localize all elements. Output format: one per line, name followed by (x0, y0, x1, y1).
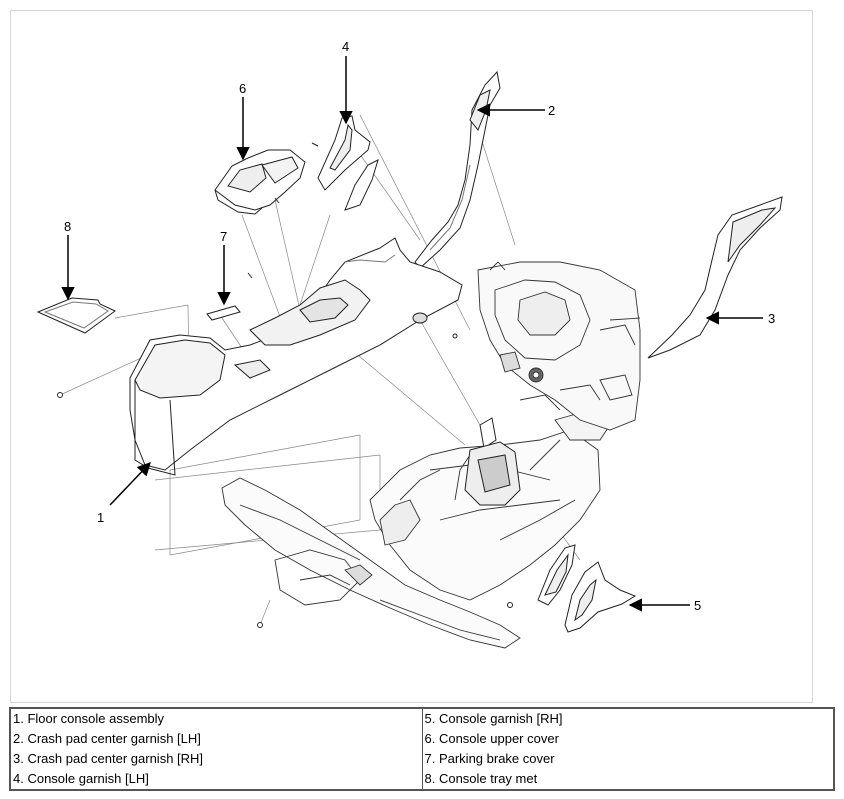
callout-label-7: 7 (220, 229, 227, 244)
legend-item: 3. Crash pad center garnish [RH] (13, 751, 204, 766)
legend-column-left: 1. Floor console assembly 2. Crash pad c… (9, 707, 423, 791)
legend-item: 4. Console garnish [LH] (13, 771, 149, 786)
exploded-view-diagram: 1 2 3 4 5 6 7 8 (36, 39, 783, 649)
callout-label-6: 6 (239, 81, 246, 96)
legend-item: 1. Floor console assembly (13, 711, 165, 726)
crash-pad-garnish-lh (414, 70, 501, 269)
callout-labels: 1 2 3 4 5 6 7 8 (64, 39, 775, 613)
legend-item: 2. Crash pad center garnish [LH] (13, 731, 201, 746)
console-tray-mat (36, 297, 116, 334)
console-garnish-rh (537, 544, 637, 633)
legend-item: 6. Console upper cover (424, 731, 559, 746)
shift-lever-assembly (464, 417, 521, 506)
callout-arrow-1 (109, 462, 151, 506)
parking-brake-cover (206, 305, 241, 321)
callout-label-5: 5 (694, 598, 701, 613)
legend-item: 8. Console tray met (424, 771, 538, 786)
legend-item: 5. Console garnish [RH] (424, 711, 563, 726)
floor-console-assembly (129, 237, 463, 476)
crash-pad-structure (477, 261, 641, 431)
parts-legend-table: 1. Floor console assembly 2. Crash pad c… (9, 707, 835, 791)
floor-pan-structure (221, 409, 611, 649)
callout-label-3: 3 (768, 311, 775, 326)
crash-pad-garnish-rh (647, 196, 783, 359)
callout-label-4: 4 (342, 39, 349, 54)
console-upper-cover (214, 149, 306, 215)
legend-column-right: 5. Console garnish [RH] 6. Console upper… (421, 707, 835, 791)
console-garnish-lh (317, 115, 379, 211)
callout-label-2: 2 (548, 103, 555, 118)
callout-arrows (61, 56, 763, 612)
callout-label-8: 8 (64, 219, 71, 234)
callout-label-1: 1 (97, 510, 104, 525)
legend-item: 7. Parking brake cover (424, 751, 555, 766)
fasteners (57, 142, 513, 628)
